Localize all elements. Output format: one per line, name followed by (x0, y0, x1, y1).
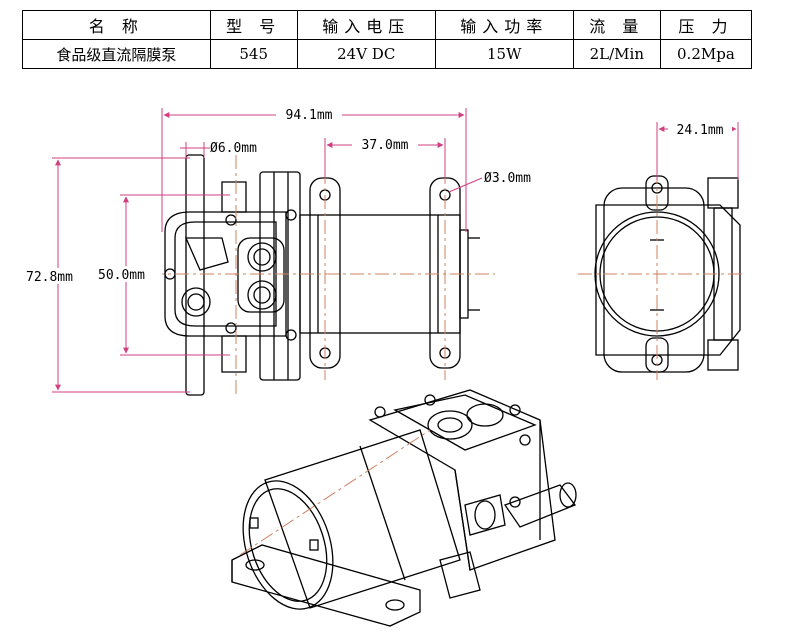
value-model: 545 (209, 39, 298, 69)
spec-table: 名 称 型 号 输入电压 输入功率 流 量 压 力 食品级直流隔膜泵 545 2… (22, 10, 753, 69)
header-pressure: 压 力 (659, 10, 753, 40)
dim-outlet-diameter: Ø6.0mm (210, 141, 257, 156)
header-name: 名 称 (22, 10, 211, 40)
front-view (164, 154, 480, 396)
header-model: 型 号 (209, 10, 298, 40)
motor-end-circle (594, 211, 720, 337)
spec-header-row: 名 称 型 号 输入电压 输入功率 流 量 压 力 (22, 10, 753, 40)
iso-base (231, 544, 421, 627)
dimension-labels: 94.1mm Ø6.0mm 37.0mm Ø3.0mm 72.8mm 50.0m… (24, 106, 531, 285)
dim-head-height: 50.0mm (98, 268, 145, 283)
dim-overall-height: 72.8mm (26, 270, 73, 285)
dim-hole-diameter: Ø3.0mm (484, 171, 531, 186)
header-power: 输入功率 (434, 10, 574, 40)
isometric-view (231, 389, 577, 627)
iso-motor-end (242, 480, 334, 610)
dim-hole-spacing: 37.0mm (362, 138, 409, 153)
value-voltage: 24V DC (296, 39, 436, 69)
mid-body (259, 171, 301, 381)
spec-value-row: 食品级直流隔膜泵 545 24V DC 15W 2L/Min 0.2Mpa (22, 39, 753, 69)
value-pressure: 0.2Mpa (659, 39, 753, 69)
value-name: 食品级直流隔膜泵 (22, 39, 211, 69)
outlet-tube (185, 154, 205, 396)
value-power: 15W (434, 39, 574, 69)
dim-side-width: 24.1mm (677, 123, 724, 138)
valve-upper (247, 242, 277, 272)
dim-overall-length: 94.1mm (286, 108, 333, 123)
iso-motor (264, 429, 461, 609)
value-flow: 2L/Min (572, 39, 661, 69)
valve-lower (247, 280, 277, 310)
iso-pump-head (368, 389, 556, 571)
